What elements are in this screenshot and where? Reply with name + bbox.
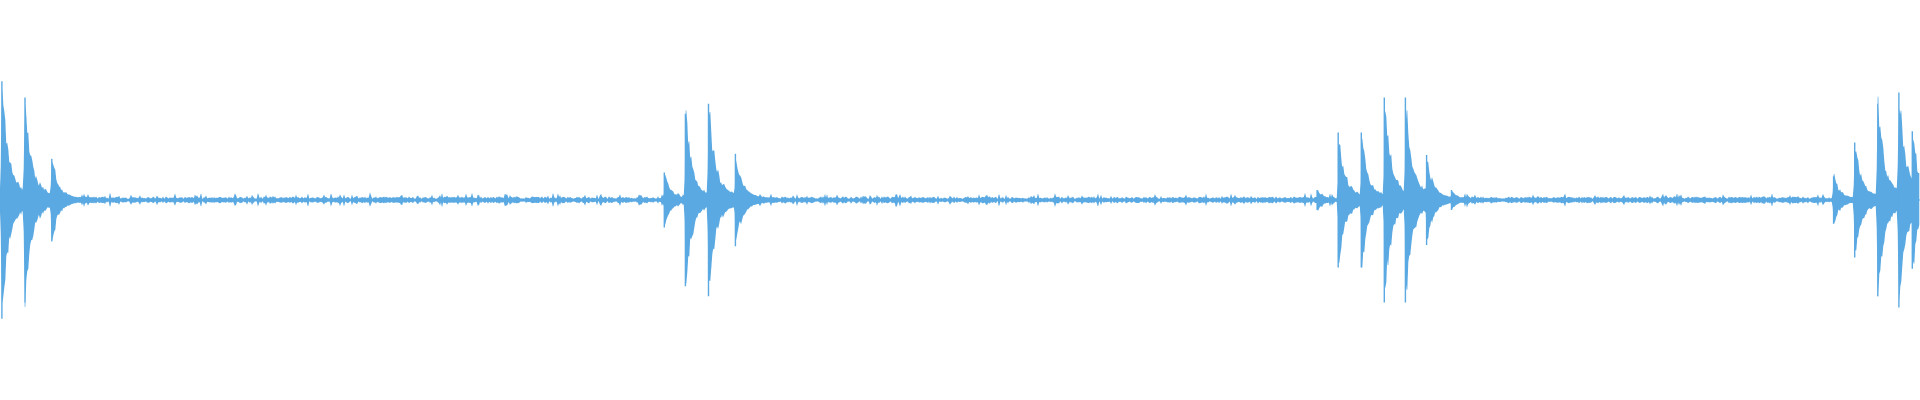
waveform-envelope (0, 84, 1920, 308)
waveform-trace (0, 81, 1920, 319)
